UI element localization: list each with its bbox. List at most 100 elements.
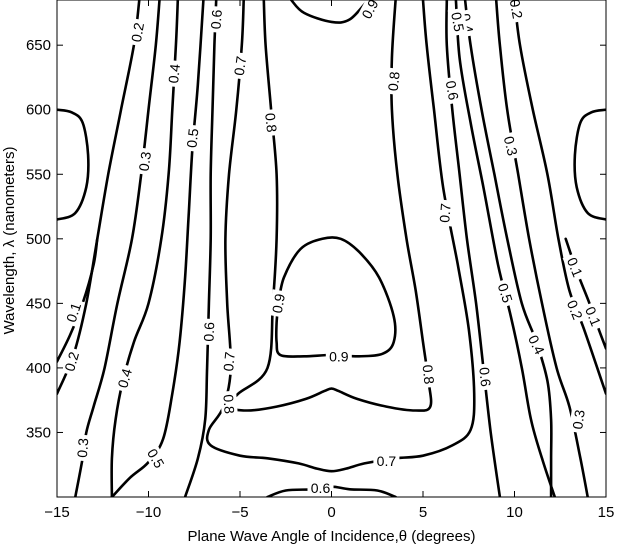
contour-label-group: 0.6	[200, 318, 218, 346]
contour-label-group: 0.3	[568, 405, 589, 434]
contour-label-background	[568, 405, 589, 434]
contour-label-group: 0.6	[475, 363, 495, 391]
contour-label: 0.9	[329, 348, 349, 364]
contour-label-group: 0.1	[580, 301, 606, 332]
contour-lines	[57, 0, 606, 497]
x-tick-label: 5	[419, 504, 427, 521]
contour-label: 0.7	[220, 351, 238, 372]
contour-label-group: 0.5	[142, 443, 170, 474]
contour-label: 0.8	[385, 71, 403, 92]
contour-label: 0.2	[128, 21, 147, 43]
contour-label: 0.1	[63, 300, 84, 324]
y-tick-label: 550	[26, 166, 51, 183]
contour-label-background	[113, 363, 136, 393]
contour-label: 0.2	[564, 298, 586, 322]
contour-label: 0.2	[61, 350, 82, 373]
y-tick-label: 400	[26, 360, 51, 377]
contour-line-0.8	[227, 0, 433, 412]
x-tick-label: −15	[44, 504, 69, 521]
contour-line-0.7	[205, 0, 476, 473]
contour-label-background	[325, 348, 352, 365]
contour-label-group: 0.3	[73, 434, 92, 462]
contour-label-background	[183, 124, 202, 152]
contour-label: 0.9	[269, 292, 288, 314]
x-axis-label: Plane Wave Angle of Incidence,θ (degrees…	[188, 528, 476, 545]
contour-label: 0.4	[165, 63, 183, 84]
contour-label-group: 0.8	[261, 108, 281, 137]
y-tick-label: 500	[26, 231, 51, 248]
contour-label-background	[127, 18, 148, 47]
contour-label: 0.7	[436, 203, 453, 224]
contour-label-group: 0.6	[207, 5, 226, 33]
contour-label-group: 0.8	[220, 390, 238, 418]
x-tick-label: 0	[327, 504, 335, 521]
contour-line-0.3	[57, 108, 90, 221]
contour-label-background	[436, 199, 454, 227]
contour-label: 0.5	[448, 11, 467, 33]
contour-label: 0.4	[114, 366, 135, 389]
contour-label-background	[499, 131, 522, 161]
contour-label-group: 0.4	[164, 59, 184, 88]
contour-label-group: 0.9	[356, 0, 384, 25]
contour-label: 0.1	[564, 255, 586, 279]
contour-label-background	[493, 278, 517, 308]
contour-label-group: 0.2	[562, 294, 588, 325]
contour-label: 0.3	[569, 409, 588, 431]
contour-label-background	[580, 301, 606, 332]
contour-label-group: 0.1	[61, 297, 86, 328]
y-tick-label: 600	[26, 102, 51, 119]
contour-line-0.4	[463, 0, 553, 497]
contour-label: 0.3	[501, 135, 521, 158]
contour-label: 0.6	[201, 322, 218, 342]
contour-label: 0.5	[183, 127, 201, 148]
contour-label-background	[442, 76, 463, 105]
contour-label-background	[73, 434, 92, 462]
contour-label-group: 0.5	[183, 124, 202, 152]
contour-label-background	[230, 51, 250, 80]
x-tick-label: 10	[506, 504, 523, 521]
contour-label-background	[220, 390, 238, 418]
contour-label: 0.1	[582, 304, 604, 328]
contour-label-background	[523, 329, 550, 360]
contour-label-group: 0.8	[384, 67, 404, 96]
contour-label-background	[268, 289, 289, 318]
contour-label-background	[142, 443, 170, 474]
contour-label-background	[419, 360, 438, 389]
contour-label: 0.6	[208, 9, 225, 30]
contour-label-group: 0.9	[268, 289, 289, 318]
contour-label-background	[447, 7, 468, 37]
contour-label-background	[562, 294, 588, 325]
contour-line-0.9	[289, 0, 370, 24]
contour-label: 0.2	[507, 0, 526, 20]
contour-label: 0.3	[136, 150, 155, 172]
y-tick-label: 350	[26, 424, 51, 441]
contour-label: 0.3	[74, 437, 91, 458]
contour-label-group: 0.3	[499, 131, 522, 161]
contour-label-group: 0.5	[493, 278, 517, 308]
contour-label-group: 0.4	[113, 363, 136, 393]
contour-label-group: 0.6	[307, 480, 334, 496]
contour-line-0.5	[110, 0, 205, 497]
contour-label-background	[562, 252, 588, 283]
contour-label-group: 0.7	[436, 199, 454, 227]
contour-label-background	[61, 297, 86, 328]
contour-label-background	[200, 318, 218, 346]
y-tick-label: 650	[26, 37, 51, 54]
contour-line-0.4	[110, 0, 180, 497]
contour-label-group: 0.1	[562, 252, 588, 283]
contour-label: 0.8	[420, 364, 438, 385]
contour-labels: 0.10.10.10.20.20.20.20.30.30.30.30.40.40…	[60, 0, 606, 496]
contour-label: 0.7	[231, 55, 250, 77]
contour-label-group: 0.2	[506, 0, 527, 24]
contour-label: 0.8	[262, 112, 280, 133]
contour-label-group: 0.6	[442, 76, 463, 105]
contour-label-background	[261, 108, 281, 137]
contour-label-background	[373, 452, 400, 469]
contour-label-background	[307, 480, 334, 496]
x-tick-label: 15	[598, 504, 615, 521]
contour-line-0.3	[573, 108, 606, 221]
contour-label: 0.7	[377, 453, 397, 469]
contour-line-0.5	[454, 0, 557, 497]
